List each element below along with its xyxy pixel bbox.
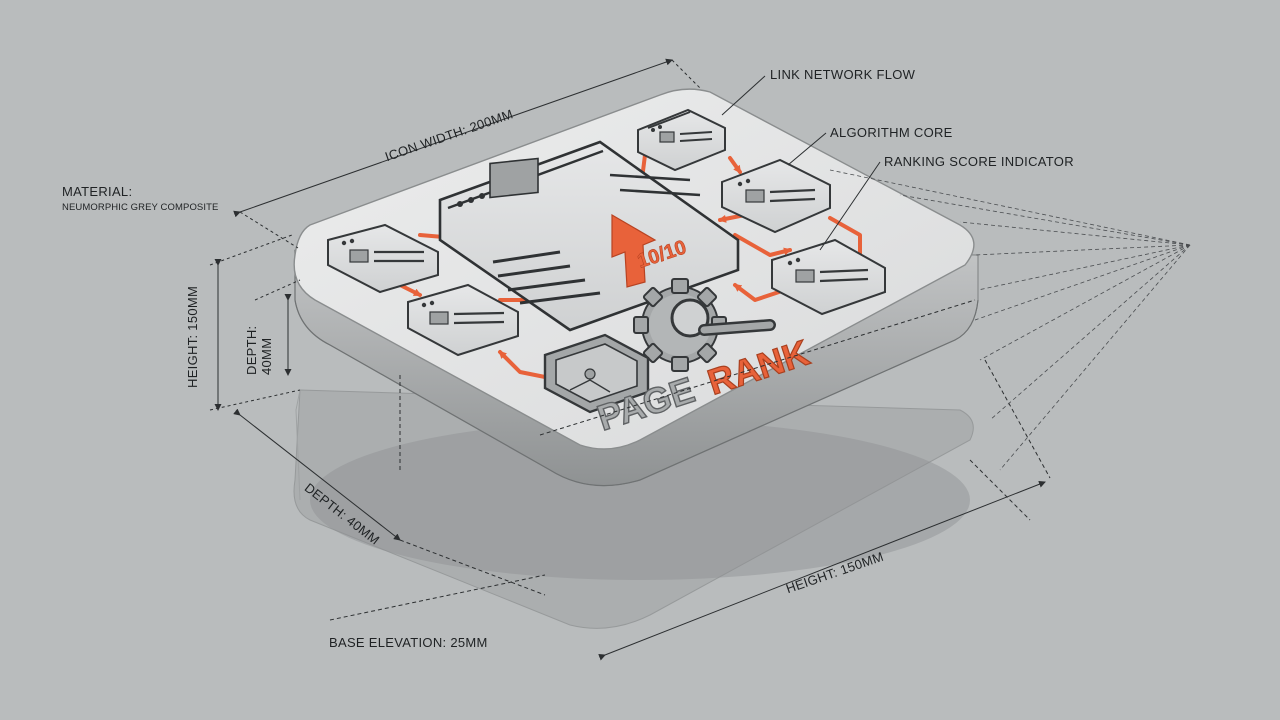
material-value: NEUMORPHIC GREY COMPOSITE (62, 202, 219, 213)
depth-bottom-dim-line (233, 408, 401, 541)
callout-leaders (721, 75, 881, 251)
page-card-right-upper (721, 158, 831, 234)
dim-base-elevation: BASE ELEVATION: 25MM (329, 635, 488, 650)
dim-depth-left: DEPTH: 40MM (244, 325, 274, 375)
magnifier-icon (670, 298, 776, 338)
page-card-left-bottom (407, 283, 519, 357)
material-title: MATERIAL: (62, 184, 133, 199)
height-bottom-dim-line (598, 480, 1046, 661)
callout-ranking-score-indicator: RANKING SCORE INDICATOR (884, 154, 1074, 169)
page-card-left-top (327, 223, 439, 294)
base-elevation-dim-line (329, 574, 546, 621)
width-dim-line (233, 58, 673, 218)
callout-link-network-flow: LINK NETWORK FLOW (770, 67, 916, 82)
page-card-right-lower (771, 238, 886, 316)
dimension-lines (209, 58, 1051, 661)
dim-height-left: HEIGHT: 150MM (185, 285, 200, 388)
ranking-up-arrow (611, 213, 657, 288)
perspective-rays (829, 169, 1191, 471)
image-card-icon (543, 333, 650, 414)
callout-algorithm-core: ALGORITHM CORE (830, 125, 953, 140)
